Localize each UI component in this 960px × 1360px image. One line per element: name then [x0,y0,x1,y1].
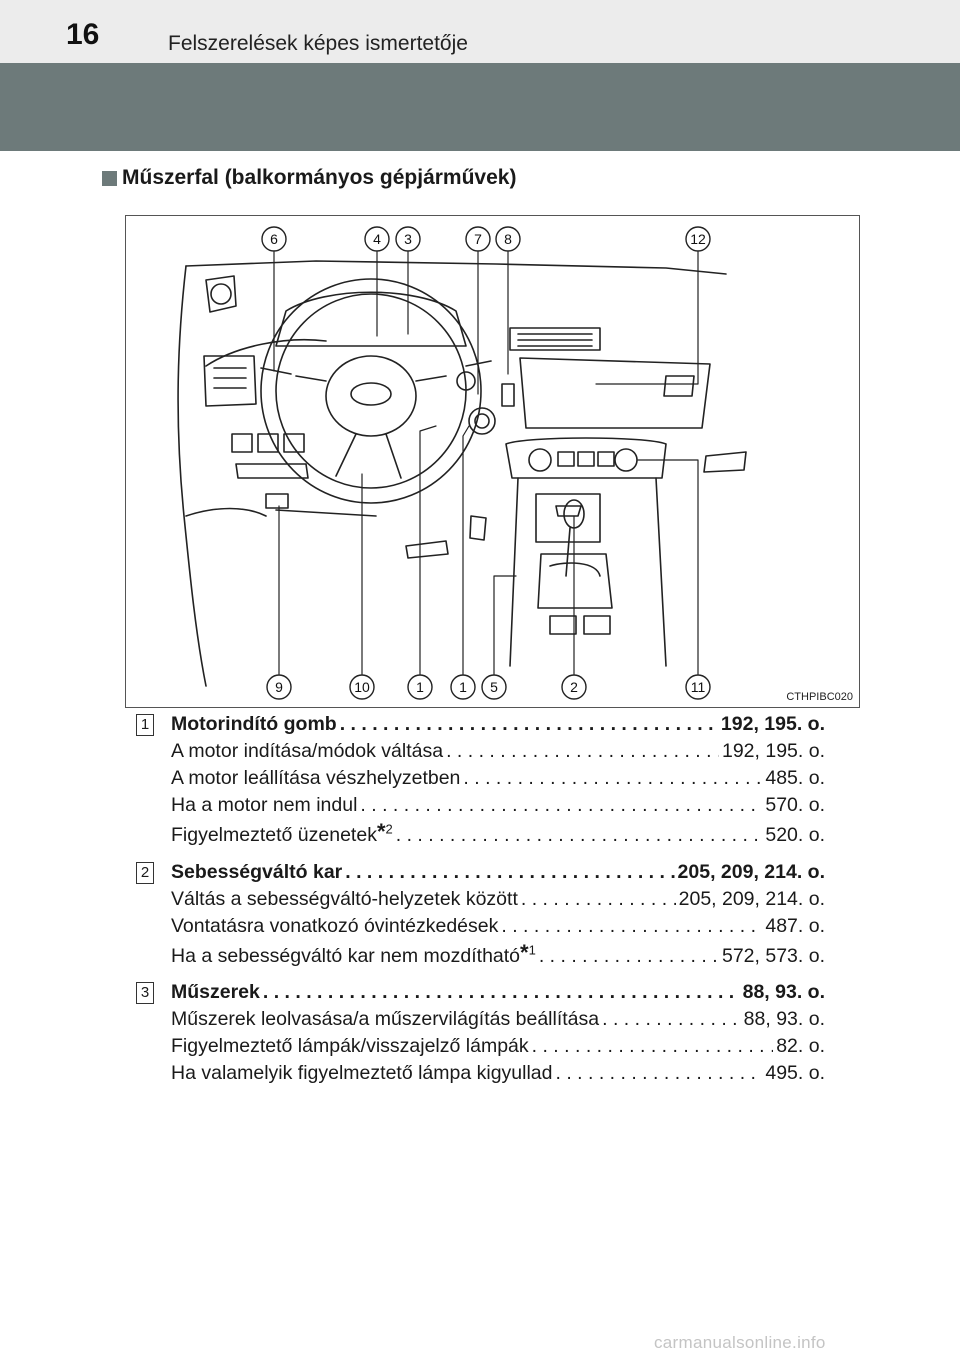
callout-bottom: 11 [691,679,706,695]
callout-top: 4 [373,231,381,247]
callout-top: 3 [404,231,412,247]
page-ref: 485. o. [765,767,825,789]
page-ref: 487. o. [765,915,825,937]
footnote-ref: 2 [385,821,393,837]
entry-line[interactable]: Motorindító gomb 192, 195. o. [171,713,825,739]
entry-line[interactable]: Figyelmeztető üzenetek*2 520. o. [171,819,825,847]
entry-label: Ha a motor nem indul [171,794,358,816]
entry-label: Ha a sebességváltó kar nem mozdítható*1 [171,940,536,967]
page-number: 16 [66,18,100,51]
entry-line[interactable]: Váltás a sebességváltó-helyzetek között 2… [171,888,825,914]
callout-bottom: 10 [354,679,370,695]
page-ref: 495. o. [765,1062,825,1084]
callout-top: 7 [474,231,482,247]
page-ref: 572, 573. o. [721,945,825,967]
callout-bottom: 2 [570,679,578,695]
entry-marker: 2 [136,862,154,884]
entry-label: Figyelmeztető lámpák/visszajelző lámpák [171,1035,529,1057]
page-ref: 570. o. [765,794,825,816]
entry-line[interactable]: Műszerek 88, 93. o. [171,981,825,1007]
entry-line[interactable]: Figyelmeztető lámpák/visszajelző lámpák 8… [171,1035,825,1061]
entry-line[interactable]: A motor leállítása vészhelyzetben 485. o. [171,767,825,793]
entry-label: A motor indítása/módok váltása [171,740,444,762]
watermark[interactable]: carmanualsonline.info [654,1333,826,1352]
callout-bottom: 9 [275,679,283,695]
section-bullet-icon [102,171,117,186]
callout-bottom: 1 [459,679,467,695]
entry-label: Váltás a sebességváltó-helyzetek között [171,888,518,910]
dashboard-figure: 6 4 3 7 8 12 9 10 1 1 5 2 11 CTHPIBC020 [125,215,860,708]
entry-label: Motorindító gomb [171,713,337,735]
page-ref: 205, 209, 214. o. [677,861,825,883]
callout-bottom: 1 [416,679,424,695]
entry-line[interactable]: Vontatásra vonatkozó óvintézkedések 487. … [171,915,825,941]
callout-top: 6 [270,231,278,247]
entry-line[interactable]: A motor indítása/módok váltása 192, 195. … [171,740,825,766]
entry-label: A motor leállítása vészhelyzetben [171,767,461,789]
entry-line[interactable]: Műszerek leolvasása/a műszervilágítás be… [171,1008,825,1034]
dashboard-illustration: 6 4 3 7 8 12 9 10 1 1 5 2 11 [177,226,747,700]
entry-label: Vontatásra vonatkozó óvintézkedések [171,915,499,937]
callout-top: 8 [504,231,512,247]
entry-label: Műszerek leolvasása/a műszervilágítás be… [171,1008,600,1030]
figure-code: CTHPIBC020 [786,691,853,703]
page-ref: 88, 93. o. [742,981,825,1003]
page-ref: 205, 209, 214. o. [678,888,825,910]
page-ref: 520. o. [765,824,825,846]
chapter-title: Felszerelések képes ismertetője [168,32,468,55]
footnote-ref: 1 [528,942,536,958]
page-ref: 192, 195. o. [720,713,825,735]
callout-bottom: 5 [490,679,498,695]
page-ref: 88, 93. o. [743,1008,825,1030]
entry-label: Sebességváltó kar [171,861,343,883]
entry-line[interactable]: Ha a sebességváltó kar nem mozdítható*1 5… [171,940,825,968]
entry-marker: 3 [136,982,154,1004]
callout-top: 12 [690,231,706,247]
entry-marker: 1 [136,714,154,736]
entry-line[interactable]: Ha valamelyik figyelmeztető lámpa kigyul… [171,1062,825,1088]
header-bar: 16 Felszerelések képes ismertetője [0,0,960,63]
entry-label: Műszerek [171,981,260,1003]
page-ref: 192, 195. o. [721,740,825,762]
header-band [0,63,960,151]
entry-line[interactable]: Ha a motor nem indul 570. o. [171,794,825,820]
page-ref: 82. o. [776,1035,825,1057]
entry-label: Ha valamelyik figyelmeztető lámpa kigyul… [171,1062,553,1084]
entry-line[interactable]: Sebességváltó kar 205, 209, 214. o. [171,861,825,887]
entry-label: Figyelmeztető üzenetek*2 [171,819,393,846]
section-title: Műszerfal (balkormányos gépjárművek) [122,166,517,189]
